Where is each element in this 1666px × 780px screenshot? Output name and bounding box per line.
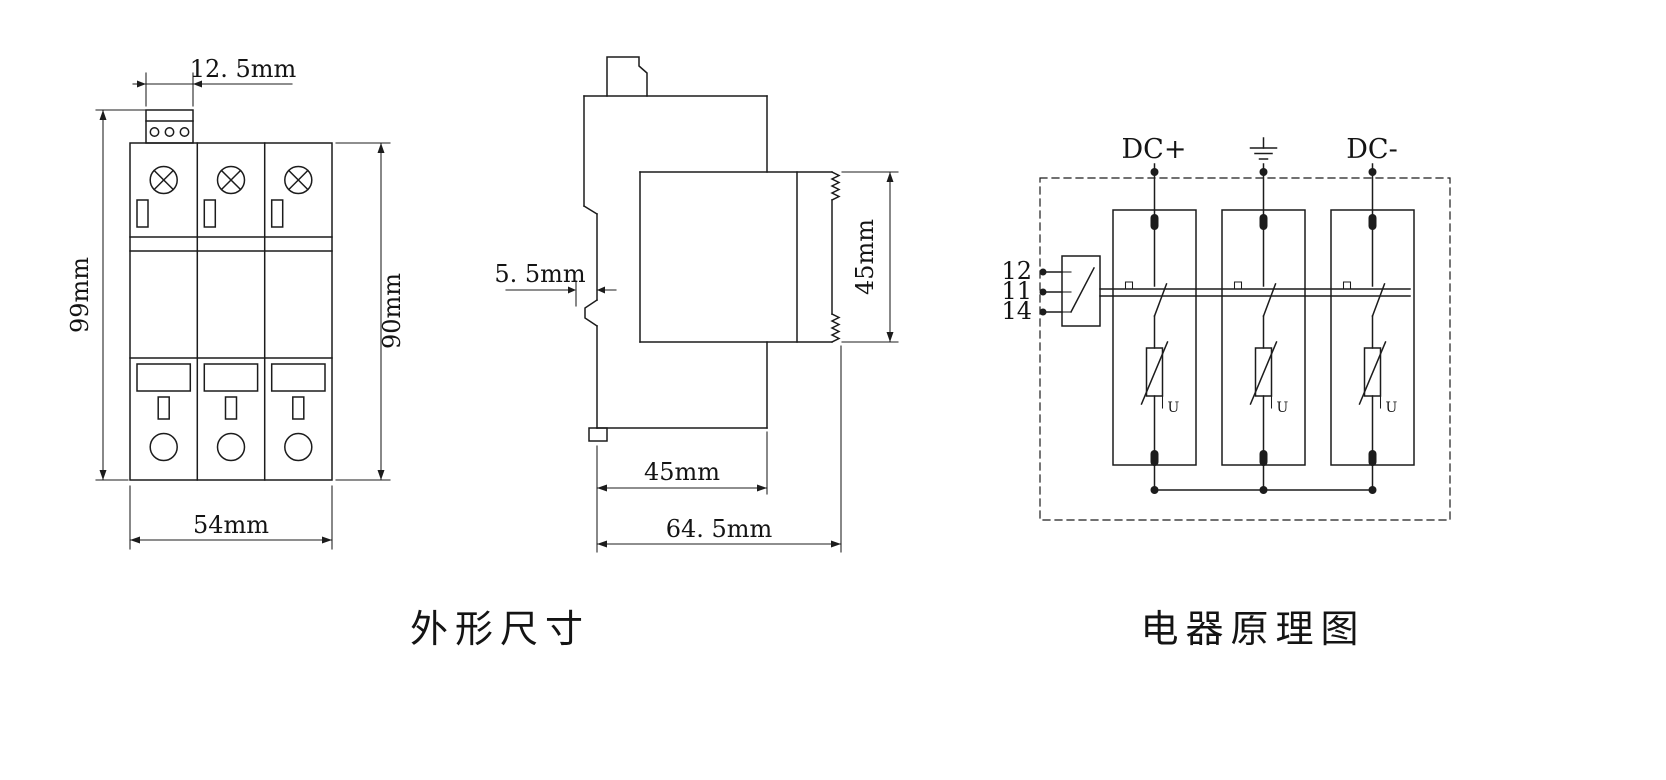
top-catch: [606, 56, 648, 97]
dim-overall-height-label: 99mm: [66, 257, 94, 333]
dim-terminal-width-label: 12. 5mm: [190, 55, 297, 83]
front-view: 12. 5mm 99mm 90mm 54mm: [66, 55, 406, 550]
grip-serration: [830, 312, 841, 344]
dc-minus-label: DC-: [1346, 134, 1397, 165]
dc-plus-label: DC+: [1122, 134, 1187, 165]
din-rail-clip: [584, 298, 599, 328]
caption-outline-dimensions: 外形尺寸: [410, 607, 590, 651]
terminal-14-label: 14: [1001, 297, 1032, 325]
dimension-body-height: 90mm: [335, 142, 406, 481]
dimension-base-depth: 45mm: [596, 431, 768, 553]
enclosure-boundary: [1039, 177, 1451, 521]
remote-contact-block: 12 11 14: [1001, 255, 1101, 327]
device-body: [129, 142, 333, 481]
dim-base-depth-label: 45mm: [644, 458, 720, 486]
terminal-11-label: 11: [1001, 277, 1032, 305]
dim-clip-depth-label: 5. 5mm: [494, 260, 586, 288]
terminal-12-label: 12: [1001, 257, 1032, 285]
contact-arm: [1069, 266, 1096, 314]
dim-body-height-label: 90mm: [378, 273, 406, 349]
screw-icon: [216, 165, 246, 195]
screw-icon: [149, 165, 178, 195]
caption-circuit-diagram: 电器原理图: [1140, 607, 1365, 651]
grip-serration: [830, 170, 841, 202]
dimension-clip-depth: 5. 5mm: [494, 260, 617, 307]
dimension-overall-depth: 64. 5mm: [596, 345, 842, 553]
circuit-schematic: DC+ DC- 12 11 14: [1001, 134, 1451, 521]
screw-icon: [284, 165, 313, 195]
terminal-block: [145, 109, 194, 144]
dim-module-height-label: 45mm: [851, 219, 879, 295]
earth-ground-icon: [1249, 137, 1278, 160]
dimension-overall-height: 99mm: [66, 109, 146, 481]
dim-overall-depth-label: 64. 5mm: [666, 515, 773, 543]
dimension-overall-width: 54mm: [129, 485, 333, 550]
dimension-module-height: 45mm: [841, 171, 899, 343]
side-view: 5. 5mm 45mm 45mm 64. 5mm: [494, 56, 899, 553]
dimension-terminal-width: 12. 5mm: [132, 55, 297, 107]
dim-overall-width-label: 54mm: [193, 511, 269, 539]
bottom-foot: [588, 427, 608, 442]
changeover-contact-box: [1061, 255, 1101, 327]
